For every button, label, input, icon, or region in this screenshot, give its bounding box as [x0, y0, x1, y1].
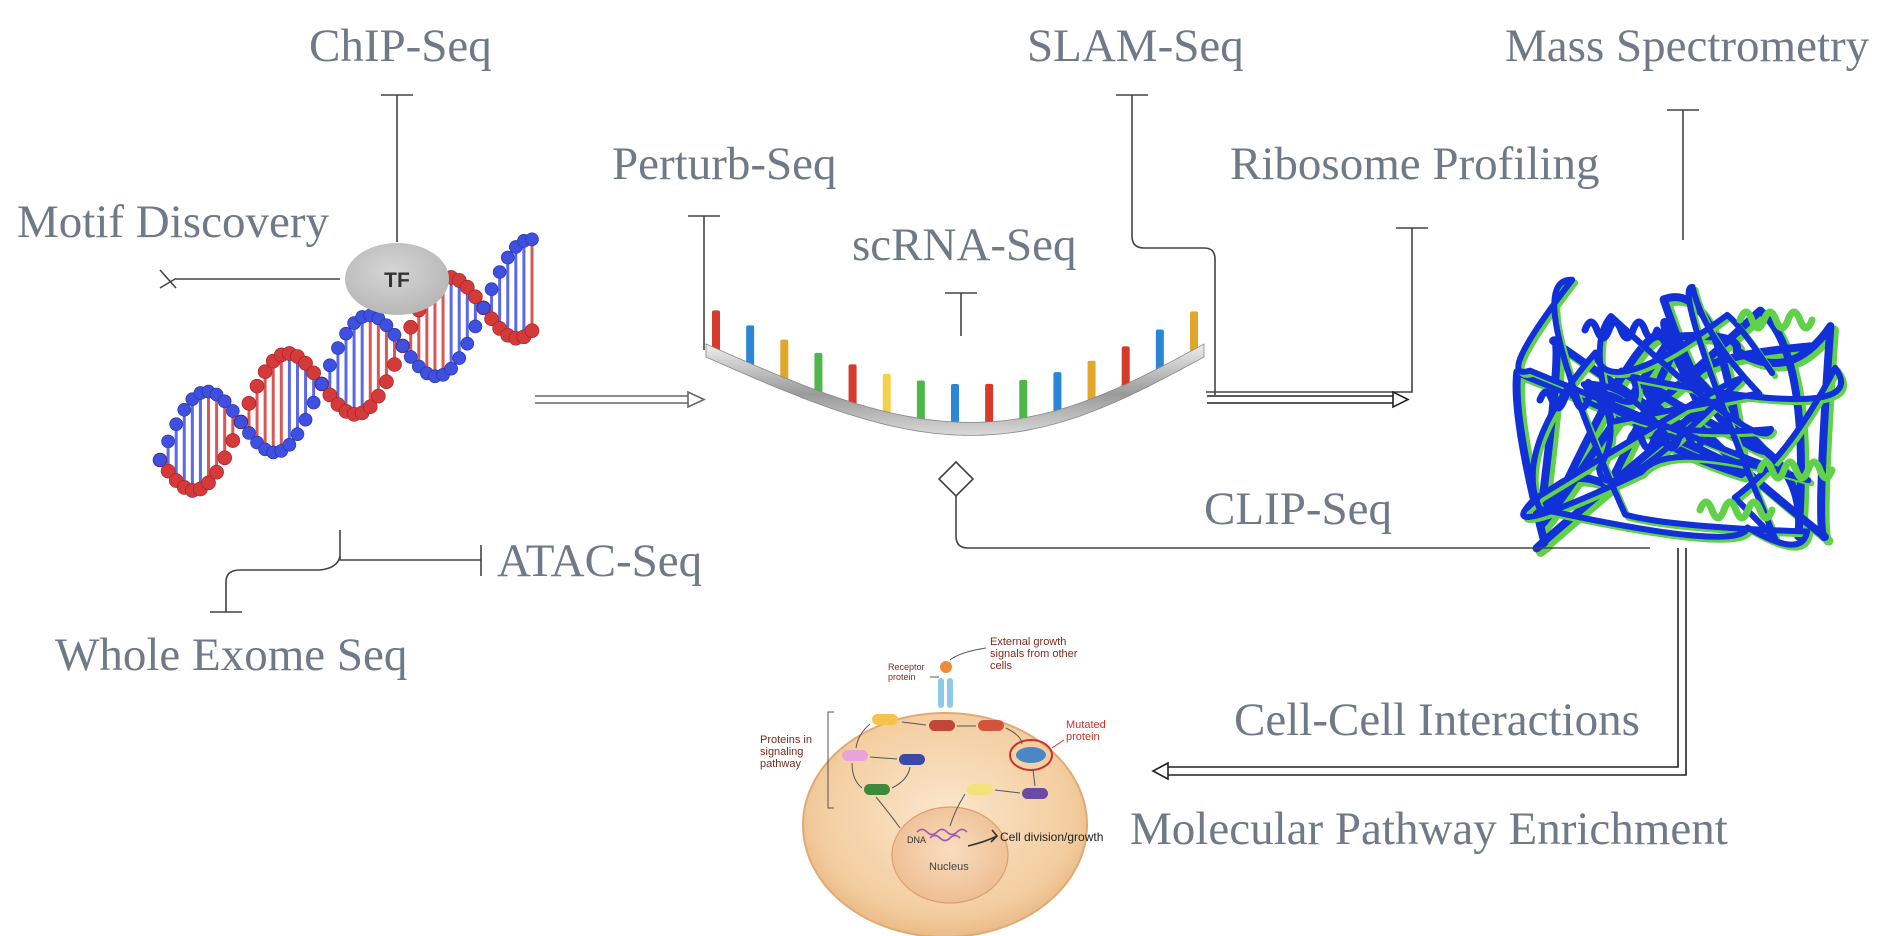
- ribosome-profiling-connector: [1206, 227, 1428, 393]
- protein-to-cell-arrow: [1151, 548, 1687, 781]
- motif-discovery-label: Motif Discovery: [17, 196, 329, 248]
- receptor-protein-text: Receptor protein: [888, 662, 927, 682]
- scrna-seq-connector: [945, 292, 977, 336]
- rna-to-protein-arrow: [1207, 390, 1410, 409]
- flow-arrows: [535, 390, 706, 409]
- mass-spectrometry-label: Mass Spectrometry: [1505, 20, 1870, 72]
- cell-cell-interactions-label: Cell-Cell Interactions: [1234, 694, 1640, 746]
- slam-seq-label: SLAM-Seq: [1027, 20, 1244, 72]
- perturb-seq-connector: [688, 215, 720, 350]
- ribosome-profiling-label: Ribosome Profiling: [1230, 138, 1600, 190]
- atac-seq-connector: [339, 530, 482, 576]
- cell-signaling-illustration: External growth signals from other cells…: [760, 636, 1109, 936]
- tf-label: TF: [384, 269, 410, 292]
- motif-discovery-connector: [159, 269, 340, 289]
- clip-seq-label: CLIP-Seq: [1204, 483, 1392, 535]
- perturb-seq-label: Perturb-Seq: [612, 138, 837, 190]
- chip-seq-connector: [381, 94, 413, 242]
- molecular-pathway-enrichment-label: Molecular Pathway Enrichment: [1130, 803, 1728, 855]
- connectors: [159, 94, 1699, 613]
- slam-seq-connector: [1116, 94, 1216, 395]
- mass-spec-connector: [1667, 109, 1699, 240]
- rna-strand-image: [705, 310, 1205, 436]
- mutated-protein-text: Mutated protein: [1066, 719, 1109, 743]
- dna-to-rna-arrow: [535, 395, 695, 404]
- protein-structure-image: [1512, 276, 1847, 557]
- whole-exome-connector: [210, 555, 341, 613]
- scrna-seq-label: scRNA-Seq: [852, 219, 1077, 271]
- atac-seq-label: ATAC-Seq: [497, 535, 703, 587]
- dna-to-rna-arrowhead: [687, 390, 706, 409]
- cell-division-text: Cell division/growth: [1000, 830, 1103, 844]
- chip-seq-label: ChIP-Seq: [309, 20, 492, 72]
- proteins-in-pathway-text: Proteins in signaling pathway: [760, 734, 815, 770]
- dna-text: DNA: [907, 835, 926, 845]
- nucleus-text: Nucleus: [929, 861, 969, 873]
- clip-seq-diamond: [937, 460, 975, 498]
- whole-exome-seq-label: Whole Exome Seq: [55, 629, 408, 681]
- clip-seq-connector: [955, 496, 1650, 549]
- external-signals-text: External growth signals from other cells: [990, 636, 1081, 672]
- transcription-factor-node: TF: [345, 243, 449, 315]
